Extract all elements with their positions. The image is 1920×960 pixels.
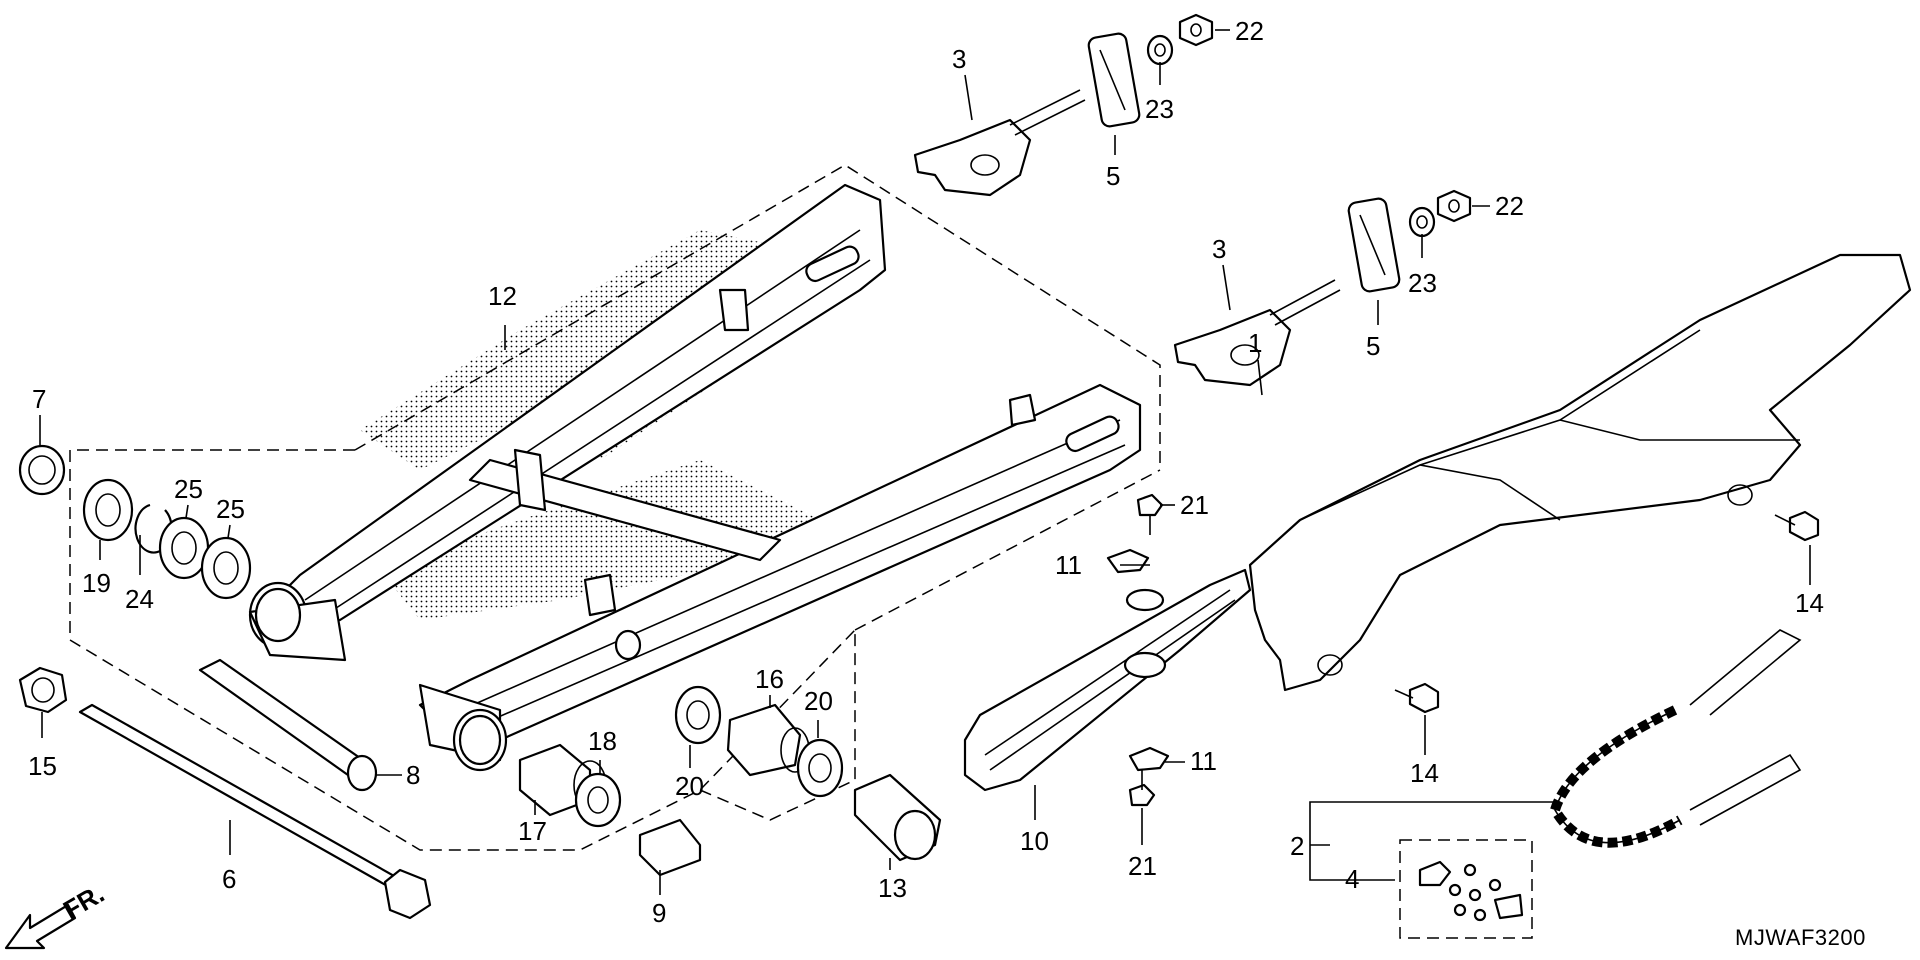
pivot-shaft-6	[78, 703, 412, 894]
front-direction-arrow: FR.	[4, 878, 109, 950]
washer-23b	[1408, 206, 1436, 238]
chain-joint-box	[1399, 839, 1533, 939]
bolt-14a	[1774, 510, 1820, 542]
callout-17: 17	[518, 816, 547, 846]
nut-15	[18, 666, 68, 714]
callout-16: 16	[755, 664, 784, 694]
callout-20b: 20	[804, 686, 833, 716]
callout-23a: 23	[1145, 94, 1174, 124]
callout-24: 24	[125, 584, 154, 614]
callout-4: 4	[1345, 864, 1359, 894]
callout-labels: 1 2 3 3 4 5 5 6 7 8 9 10 11 11 12 13 14 …	[28, 16, 1824, 928]
callout-21b: 21	[1128, 851, 1157, 881]
callout-19: 19	[82, 568, 111, 598]
callout-13: 13	[878, 873, 907, 903]
callout-15: 15	[28, 751, 57, 781]
bearing-25b	[200, 536, 252, 600]
slider-5a	[1087, 32, 1141, 128]
leader-lines	[39, 29, 1811, 895]
callout-11a: 11	[1055, 550, 1082, 580]
chain-case	[1248, 253, 1912, 714]
chain-joint-4	[1418, 860, 1524, 922]
callout-10: 10	[1020, 826, 1049, 856]
seal-20a	[674, 685, 722, 745]
needle-bearing-16	[726, 703, 802, 777]
collar-7	[18, 444, 66, 496]
right-pivot-bearings	[518, 685, 942, 877]
screw-21a	[1136, 493, 1164, 535]
screw-21b	[1128, 770, 1156, 807]
callout-3b: 3	[1212, 234, 1226, 264]
nut-22b	[1436, 189, 1472, 223]
callout-21a: 21	[1180, 490, 1209, 520]
callout-20a: 20	[675, 771, 704, 801]
drawing-code: MJWAF3200	[1735, 925, 1866, 950]
callout-18: 18	[588, 726, 617, 756]
clip-11a	[1106, 548, 1150, 574]
callout-5a: 5	[1106, 161, 1120, 191]
callout-1: 1	[1248, 328, 1262, 358]
callout-25a: 25	[174, 474, 203, 504]
chain-slider	[963, 493, 1252, 807]
bolt-14b	[1394, 682, 1440, 714]
dust-seal-19	[82, 478, 134, 542]
callout-11b: 11	[1190, 746, 1217, 776]
seal-20b	[796, 738, 844, 798]
drive-chain	[1399, 629, 1802, 939]
pivot-bolt-parts	[18, 658, 432, 920]
clip-11b	[1128, 746, 1170, 772]
seal-18	[574, 772, 622, 828]
callout-23b: 23	[1408, 268, 1437, 298]
callout-22b: 22	[1495, 191, 1524, 221]
callout-5b: 5	[1366, 331, 1380, 361]
callout-25b: 25	[216, 494, 245, 524]
pivot-collar-8	[198, 658, 372, 782]
chain-adjuster-lower	[1173, 189, 1472, 387]
swingarm	[248, 183, 1142, 772]
callout-14b: 14	[1410, 758, 1439, 788]
callout-22a: 22	[1235, 16, 1264, 46]
nut-22a	[1178, 13, 1214, 47]
callout-8: 8	[406, 760, 420, 790]
callout-9: 9	[652, 898, 666, 928]
collar-9	[638, 818, 702, 877]
bearing-25a	[158, 516, 210, 580]
callout-6: 6	[222, 864, 236, 894]
assembly-outline	[69, 164, 1161, 851]
slider-5b	[1347, 197, 1401, 293]
chain-adjuster-upper	[913, 13, 1214, 197]
callout-7: 7	[32, 384, 46, 414]
callout-3a: 3	[952, 44, 966, 74]
callout-12: 12	[488, 281, 517, 311]
callout-2: 2	[1290, 831, 1304, 861]
left-pivot-bearings	[18, 444, 252, 600]
washer-23a	[1146, 34, 1174, 66]
callout-14a: 14	[1795, 588, 1824, 618]
